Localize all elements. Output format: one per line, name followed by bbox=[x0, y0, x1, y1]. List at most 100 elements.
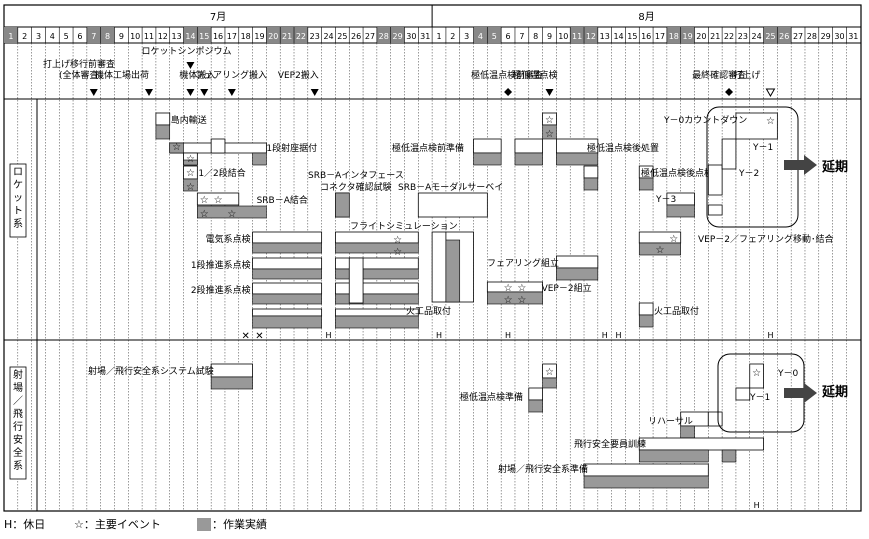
day-number-label: 11 bbox=[572, 32, 582, 41]
task-plan-bar bbox=[707, 164, 723, 196]
day-number-label: 19 bbox=[683, 32, 693, 41]
day-number-label: 28 bbox=[807, 32, 817, 41]
task-actual-bar bbox=[721, 449, 737, 463]
event-star-icon: ☆ bbox=[200, 195, 209, 206]
task-label-teion-shochi: 極低温点検後処置 bbox=[587, 142, 659, 154]
month-label-july: 7月 bbox=[210, 11, 226, 23]
holiday-day-cell bbox=[294, 27, 308, 43]
holiday-day-cell bbox=[666, 27, 681, 43]
milestone-triangle-icon bbox=[89, 89, 98, 96]
event-star-icon: ☆ bbox=[545, 367, 554, 378]
day-number-label: 4 bbox=[478, 32, 483, 41]
day-number-label: 23 bbox=[310, 32, 320, 41]
task-actual-bar bbox=[638, 314, 654, 328]
task-label-y3: Y－3 bbox=[655, 195, 676, 205]
milestone-label: 打上げ bbox=[734, 69, 761, 81]
section-label-range: 安 bbox=[13, 433, 23, 446]
task-label-denki: 電気系点検 bbox=[206, 233, 251, 245]
task-actual-bar bbox=[335, 192, 350, 218]
holiday-day-cell bbox=[376, 27, 391, 43]
task-label-vep2-move: VEP－2／フェアリング移動･結合 bbox=[698, 233, 834, 245]
holiday-day-cell bbox=[100, 27, 115, 43]
holiday-day-cell bbox=[777, 27, 792, 43]
holiday-day-cell bbox=[86, 27, 101, 43]
day-number-label: 7 bbox=[91, 32, 96, 41]
event-star-icon: ☆ bbox=[186, 154, 195, 165]
task-actual-bar bbox=[155, 124, 171, 140]
task-plan-bar bbox=[210, 138, 226, 154]
task-label-y0cd: Y－0カウントダウン bbox=[663, 114, 747, 126]
task-actual-bar bbox=[335, 315, 419, 329]
day-number-label: 16 bbox=[641, 32, 651, 41]
section-label-range: 行 bbox=[13, 420, 23, 433]
event-star-icon: ☆ bbox=[504, 295, 513, 306]
day-number-label: 30 bbox=[834, 32, 844, 41]
section-label-rocket: ロ bbox=[13, 167, 23, 178]
task-label-y1: Y－1 bbox=[752, 143, 773, 153]
task-actual-bar bbox=[583, 475, 709, 489]
task-actual-bar bbox=[487, 291, 543, 305]
delay-label-rocket: 延期 bbox=[821, 159, 848, 175]
task-plan-bar bbox=[155, 112, 171, 126]
milestone-sublabel: (全体審査) bbox=[59, 69, 102, 81]
task-plan-bar bbox=[252, 257, 323, 270]
day-number-label: 20 bbox=[696, 32, 706, 41]
day-number-label: 26 bbox=[779, 32, 789, 41]
day-number-label: 27 bbox=[793, 32, 803, 41]
day-number-label: 13 bbox=[172, 32, 182, 41]
holiday-day-cell bbox=[280, 27, 295, 43]
task-plan-bar bbox=[252, 231, 323, 244]
day-number-label: 18 bbox=[241, 32, 251, 41]
day-number-label: 6 bbox=[506, 32, 511, 41]
task-actual-bar bbox=[335, 268, 419, 280]
task-plan-bar bbox=[583, 165, 599, 179]
event-star-icon: ☆ bbox=[545, 129, 554, 140]
holiday-day-cell bbox=[763, 27, 778, 43]
task-plan-bar bbox=[638, 302, 654, 316]
task-label-suishin2: 2段推進系点検 bbox=[191, 284, 251, 296]
section-label-rocket-box bbox=[9, 163, 27, 238]
milestone-label: 極低温点検前審査 bbox=[471, 69, 543, 81]
task-actual-bar bbox=[638, 177, 654, 191]
holiday-day-cell bbox=[584, 27, 598, 43]
section-label-rocket: ト bbox=[13, 206, 23, 217]
day-number-label: 19 bbox=[254, 32, 264, 41]
task-actual-bar bbox=[252, 315, 322, 329]
task-plan-bar bbox=[431, 231, 447, 303]
day-number-label: 31 bbox=[420, 32, 430, 41]
day-number-label: 7 bbox=[519, 32, 524, 41]
task-actual-bar bbox=[335, 242, 419, 254]
milestone-triangle-icon bbox=[545, 89, 554, 96]
section-label-range: ／ bbox=[13, 395, 23, 407]
task-label-srba-if: SRB－Aインタフェース bbox=[308, 170, 404, 181]
task-actual-bar bbox=[680, 425, 695, 439]
legend-actual: ：作業実績 bbox=[212, 518, 267, 531]
event-star-icon: ☆ bbox=[669, 234, 678, 245]
task-actual-bar bbox=[473, 152, 502, 166]
day-number-label: 22 bbox=[296, 32, 306, 41]
day-number-label: 10 bbox=[130, 32, 140, 41]
holiday-day-cell bbox=[197, 27, 212, 43]
milestone-label: ロケットシンポジウム bbox=[142, 46, 232, 57]
cross-mark-icon: ✕ bbox=[241, 331, 249, 342]
task-label-vep2: VEP－2組立 bbox=[542, 282, 592, 294]
milestone-diamond-icon bbox=[504, 88, 513, 96]
task-label-range-y1: Y－1 bbox=[749, 393, 770, 403]
section-label-range: 飛 bbox=[13, 408, 23, 420]
task-actual-bar bbox=[252, 242, 322, 254]
day-number-label: 18 bbox=[669, 32, 679, 41]
day-number-label: 21 bbox=[282, 32, 292, 41]
task-plan-bar bbox=[735, 387, 751, 401]
milestone-label: 機体搬入 bbox=[179, 69, 215, 81]
milestone-triangle-icon bbox=[186, 62, 195, 69]
day-number-label: 1 bbox=[8, 32, 13, 41]
day-number-label: 30 bbox=[406, 32, 416, 41]
task-plan-bar bbox=[252, 282, 323, 295]
day-number-label: 25 bbox=[337, 32, 347, 41]
task-actual-bar bbox=[583, 177, 599, 191]
milestone-triangle-icon bbox=[227, 89, 236, 96]
task-label-teion-go: 極低温点検後点検 bbox=[641, 167, 713, 179]
task-actual-bar bbox=[638, 242, 681, 256]
task-label-flight-sim: フライトシミュレーション bbox=[350, 221, 458, 232]
